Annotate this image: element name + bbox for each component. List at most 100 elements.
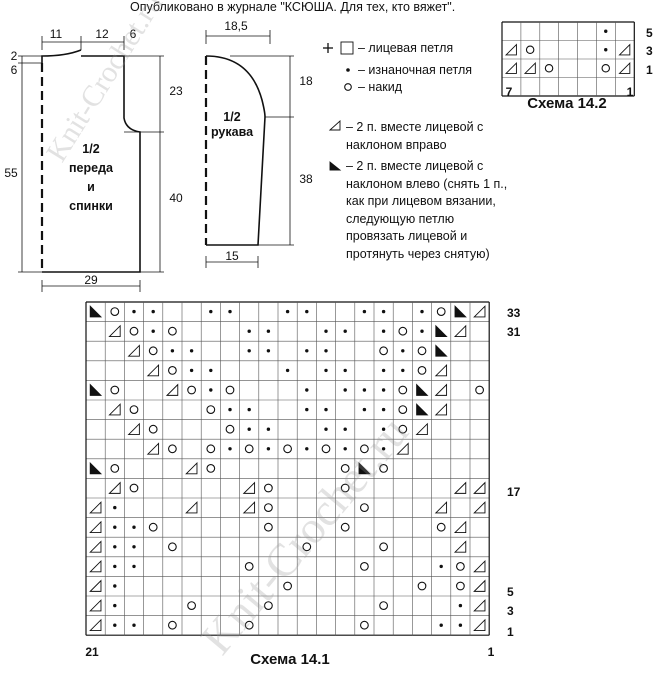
purl-dot xyxy=(305,388,309,392)
legend-k2tog-right: – 2 п. вместе лицевой с наклоном вправо xyxy=(346,120,484,152)
purl-dot xyxy=(247,329,251,333)
purl-dot xyxy=(420,309,424,314)
purl-dot xyxy=(209,368,213,373)
yarn-over xyxy=(206,444,216,454)
yarn-over xyxy=(360,620,369,630)
yarn-over xyxy=(417,581,427,591)
purl-dot xyxy=(305,349,309,353)
yarn-over xyxy=(129,326,139,336)
k2tog-left xyxy=(435,344,448,357)
k2tog-right xyxy=(108,403,121,416)
body-label-4: спинки xyxy=(69,199,113,213)
k2tog-right xyxy=(146,363,160,377)
yarn-over xyxy=(225,385,235,395)
k2tog-right xyxy=(434,383,448,396)
sleeve-dim-bottom: 15 xyxy=(225,249,239,263)
yarn-over xyxy=(398,326,408,336)
yarn-over xyxy=(456,562,465,571)
chart-14-2 xyxy=(501,21,635,97)
k2tog-right xyxy=(127,422,140,436)
k2tog-right xyxy=(473,618,486,632)
dim-left-2: 2 xyxy=(11,49,18,63)
purl-dot xyxy=(247,427,251,431)
large-row-3: 3 xyxy=(507,604,514,618)
purl-dot xyxy=(381,329,386,333)
yarn-over xyxy=(206,405,216,414)
yarn-over xyxy=(244,620,254,630)
body-label-3: и xyxy=(87,180,95,194)
purl-dot xyxy=(132,525,136,529)
yarn-over-icon xyxy=(344,83,352,91)
yarn-over xyxy=(340,464,350,473)
yarn-over xyxy=(264,601,273,610)
k2tog-left xyxy=(454,305,467,318)
purl-dot xyxy=(151,329,155,333)
body-label-2: переда xyxy=(69,161,114,175)
purl-dot xyxy=(381,407,386,412)
k2tog-right xyxy=(89,618,102,632)
purl-dot xyxy=(151,309,155,314)
k2tog-right xyxy=(165,383,179,396)
purl-dot xyxy=(113,564,117,569)
purl-dot xyxy=(305,407,309,412)
purl-dot xyxy=(381,427,386,431)
yarn-over xyxy=(398,405,408,414)
purl-dot xyxy=(324,427,328,431)
purl-dot xyxy=(305,309,309,314)
purl-dot xyxy=(228,407,232,412)
k2tog-right xyxy=(108,481,121,494)
k2tog-right xyxy=(242,481,256,494)
purl-dot xyxy=(362,388,367,392)
dim-left-6: 6 xyxy=(11,63,18,77)
yarn-over xyxy=(244,562,254,571)
yarn-over xyxy=(475,385,484,395)
k2tog-left-icon xyxy=(329,161,342,171)
k2tog-right xyxy=(108,324,121,338)
purl-dot xyxy=(458,603,463,608)
yarn-over xyxy=(187,385,196,395)
yarn-over xyxy=(264,503,273,512)
purl-dot xyxy=(343,388,347,392)
purl-dot xyxy=(113,545,117,549)
k2tog-right xyxy=(146,442,160,455)
yarn-over xyxy=(264,522,273,532)
body-schematic xyxy=(18,36,164,292)
dim-right-23: 23 xyxy=(169,84,183,98)
yarn-over xyxy=(340,522,350,532)
k2tog-left xyxy=(89,461,103,475)
yarn-over xyxy=(168,366,177,375)
k2tog-right xyxy=(242,501,256,514)
k2tog-right xyxy=(89,540,102,553)
legend-knit: – лицевая петля xyxy=(358,41,454,55)
yarn-over xyxy=(264,483,273,493)
purl-dot xyxy=(132,545,136,549)
k2tog-left xyxy=(416,403,429,416)
purl-dot xyxy=(324,368,328,373)
purl-dot xyxy=(132,564,136,569)
legend-purl: – изнаночная петля xyxy=(358,63,473,77)
yarn-over xyxy=(417,366,427,375)
k2tog-left xyxy=(416,383,429,396)
purl-dot xyxy=(604,48,608,52)
large-row-1: 1 xyxy=(507,625,514,639)
dim-left-55: 55 xyxy=(4,166,18,180)
yarn-over xyxy=(168,444,177,454)
k2tog-right xyxy=(523,61,536,74)
k2tog-right xyxy=(415,422,428,436)
yarn-over xyxy=(129,483,139,493)
sleeve-dim-top: 18,5 xyxy=(224,19,248,33)
k2tog-right xyxy=(618,61,631,74)
legend-symbols xyxy=(323,41,354,171)
purl-dot xyxy=(324,349,328,353)
purl-dot xyxy=(305,447,309,451)
small-col-left: 7 xyxy=(506,85,513,99)
yarn-over xyxy=(283,444,292,454)
purl-dot xyxy=(170,349,175,353)
purl-dot xyxy=(343,447,347,451)
yarn-over xyxy=(417,346,427,356)
yarn-over xyxy=(340,483,350,493)
purl-dot xyxy=(266,349,271,353)
yarn-over xyxy=(110,464,120,473)
yarn-over xyxy=(244,444,254,454)
